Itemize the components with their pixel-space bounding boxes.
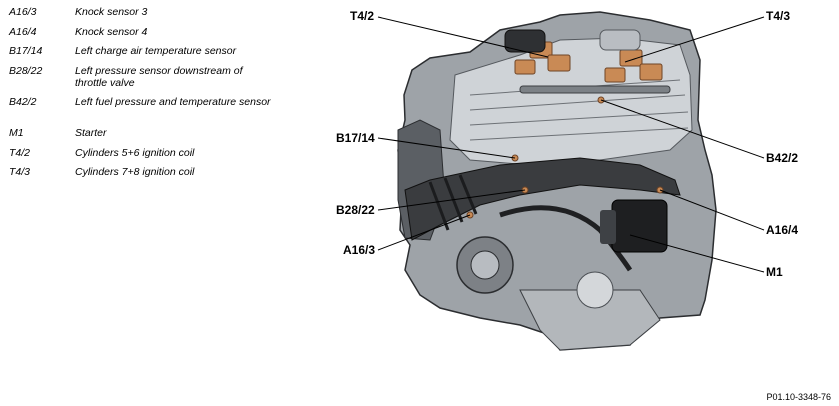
legend-desc: Knock sensor 3 bbox=[75, 6, 148, 18]
starter-m1 bbox=[600, 199, 668, 253]
callout-m1: M1 bbox=[766, 265, 783, 279]
leader-lines bbox=[377, 16, 765, 273]
legend-desc: Cylinders 5+6 ignition coil bbox=[75, 147, 195, 159]
legend-desc: Cylinders 7+8 ignition coil bbox=[75, 166, 195, 178]
engine-body bbox=[397, 11, 717, 351]
ignition-coil-t4-3 bbox=[604, 49, 663, 83]
legend-code: B42/2 bbox=[9, 96, 37, 108]
legend-desc: Knock sensor 4 bbox=[75, 26, 148, 38]
callout-a16-3: A16/3 bbox=[343, 243, 376, 257]
legend-desc: Starter bbox=[75, 127, 107, 139]
legend-desc: Left pressure sensor downstream of throt… bbox=[75, 65, 243, 89]
callout-a16-4: A16/4 bbox=[766, 223, 799, 237]
callout-t4-3: T4/3 bbox=[766, 9, 791, 23]
callout-b28-22: B28/22 bbox=[336, 203, 375, 217]
legend-code: B28/22 bbox=[9, 65, 43, 77]
legend-desc: Left fuel pressure and temperature senso… bbox=[75, 96, 271, 108]
legend-code: M1 bbox=[9, 127, 24, 139]
legend-code: A16/3 bbox=[9, 6, 37, 18]
legend-code: B17/14 bbox=[9, 45, 43, 57]
legend-code: T4/2 bbox=[9, 147, 31, 159]
callout-b17-14: B17/14 bbox=[336, 131, 375, 145]
figure-code: P01.10-3348-76 bbox=[766, 392, 831, 402]
legend-desc: Left charge air temperature sensor bbox=[75, 45, 237, 57]
callout-t4-2: T4/2 bbox=[350, 9, 375, 23]
legend-code: A16/4 bbox=[9, 26, 37, 38]
callout-b42-2: B42/2 bbox=[766, 151, 799, 165]
legend-code: T4/3 bbox=[9, 166, 31, 178]
